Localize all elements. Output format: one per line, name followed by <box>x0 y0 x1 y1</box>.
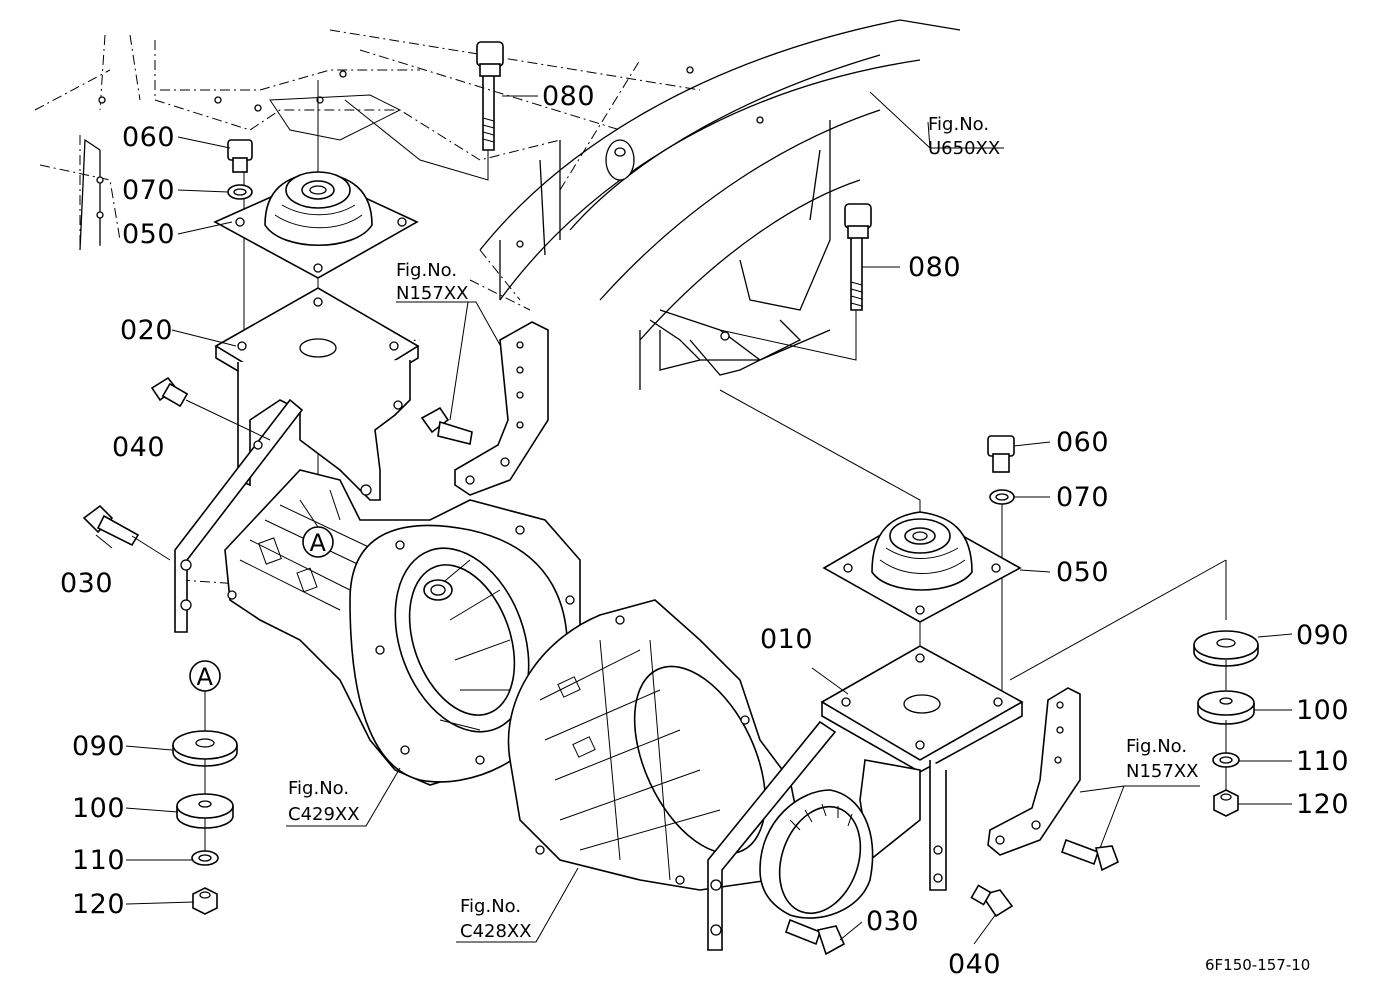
callout-120-left: 120 <box>72 889 125 920</box>
callout-080-right: 080 <box>908 252 961 283</box>
callout-070-right: 070 <box>1056 482 1109 513</box>
callout-060-right: 060 <box>1056 427 1109 458</box>
fig-ref-n157-right-line2: N157XX <box>1126 761 1198 782</box>
bolt-080-right <box>844 203 872 311</box>
callout-040-left: 040 <box>112 432 165 463</box>
callout-030-right: 030 <box>866 906 919 937</box>
fig-ref-u650-line2: U650XX <box>928 138 1000 159</box>
callout-050-left: 050 <box>122 219 175 250</box>
callout-120-right: 120 <box>1296 789 1349 820</box>
washer-stack-left <box>172 730 238 915</box>
callout-030-left: 030 <box>60 568 113 599</box>
callout-070-left: 070 <box>122 175 175 206</box>
bolt-030-left <box>82 504 140 547</box>
callout-110-left: 110 <box>72 845 125 876</box>
bolt-060-right <box>987 435 1015 473</box>
chassis-frame-outline <box>34 19 961 390</box>
pto-housing <box>759 789 874 919</box>
stay-bracket-left <box>420 321 549 496</box>
transmission-case-right <box>507 599 801 891</box>
callout-020: 020 <box>120 315 173 346</box>
bracket-020 <box>174 287 420 633</box>
callout-090-right: 090 <box>1296 620 1349 651</box>
callout-090-left: 090 <box>72 731 125 762</box>
bolt-060-left <box>227 139 253 173</box>
fig-ref-c428-line2: C428XX <box>460 921 532 942</box>
fig-ref-n157-left-line2: N157XX <box>396 283 468 304</box>
bolt-040-right <box>970 884 1014 918</box>
fig-ref-n157-right-line1: Fig.No. <box>1126 736 1187 757</box>
leader-lines <box>95 91 1293 945</box>
bolt-040-left <box>150 376 189 408</box>
ref-marker-letter: A <box>197 663 214 691</box>
callout-050-right: 050 <box>1056 557 1109 588</box>
fig-ref-c428-line1: Fig.No. <box>460 896 521 917</box>
ref-marker-letter: A <box>310 529 327 557</box>
callout-110-right: 110 <box>1296 746 1349 777</box>
callout-060-left: 060 <box>122 122 175 153</box>
callout-labels: 080 060 070 050 020 040 030 080 060 070 … <box>60 81 1349 980</box>
callout-040-right: 040 <box>948 949 1001 980</box>
washer-070-right <box>989 489 1015 505</box>
drawing-code: 6F150-157-10 <box>1205 956 1310 974</box>
washer-070-left <box>227 184 253 200</box>
washer-stack-right <box>1193 630 1259 817</box>
bolt-080-left <box>476 41 504 151</box>
ref-marker-a-lower: A <box>189 660 221 692</box>
fig-ref-n157-left-line1: Fig.No. <box>396 260 457 281</box>
rubber-mount-050-left <box>213 171 419 279</box>
callout-100-right: 100 <box>1296 695 1349 726</box>
fig-ref-c429-line2: C429XX <box>288 804 360 825</box>
bolt-030-right <box>785 918 846 956</box>
callout-100-left: 100 <box>72 793 125 824</box>
callout-080-top: 080 <box>542 81 595 112</box>
fig-ref-u650-line1: Fig.No. <box>928 114 989 135</box>
stay-bracket-right <box>987 687 1120 872</box>
bracket-010 <box>707 645 1024 951</box>
callout-010: 010 <box>760 624 813 655</box>
figure-refs: Fig.No. U650XX Fig.No. N157XX Fig.No. N1… <box>288 114 1198 942</box>
fig-ref-c429-line1: Fig.No. <box>288 778 349 799</box>
ref-marker-a-upper: A <box>302 526 334 558</box>
rubber-mount-050-right <box>822 511 1022 623</box>
